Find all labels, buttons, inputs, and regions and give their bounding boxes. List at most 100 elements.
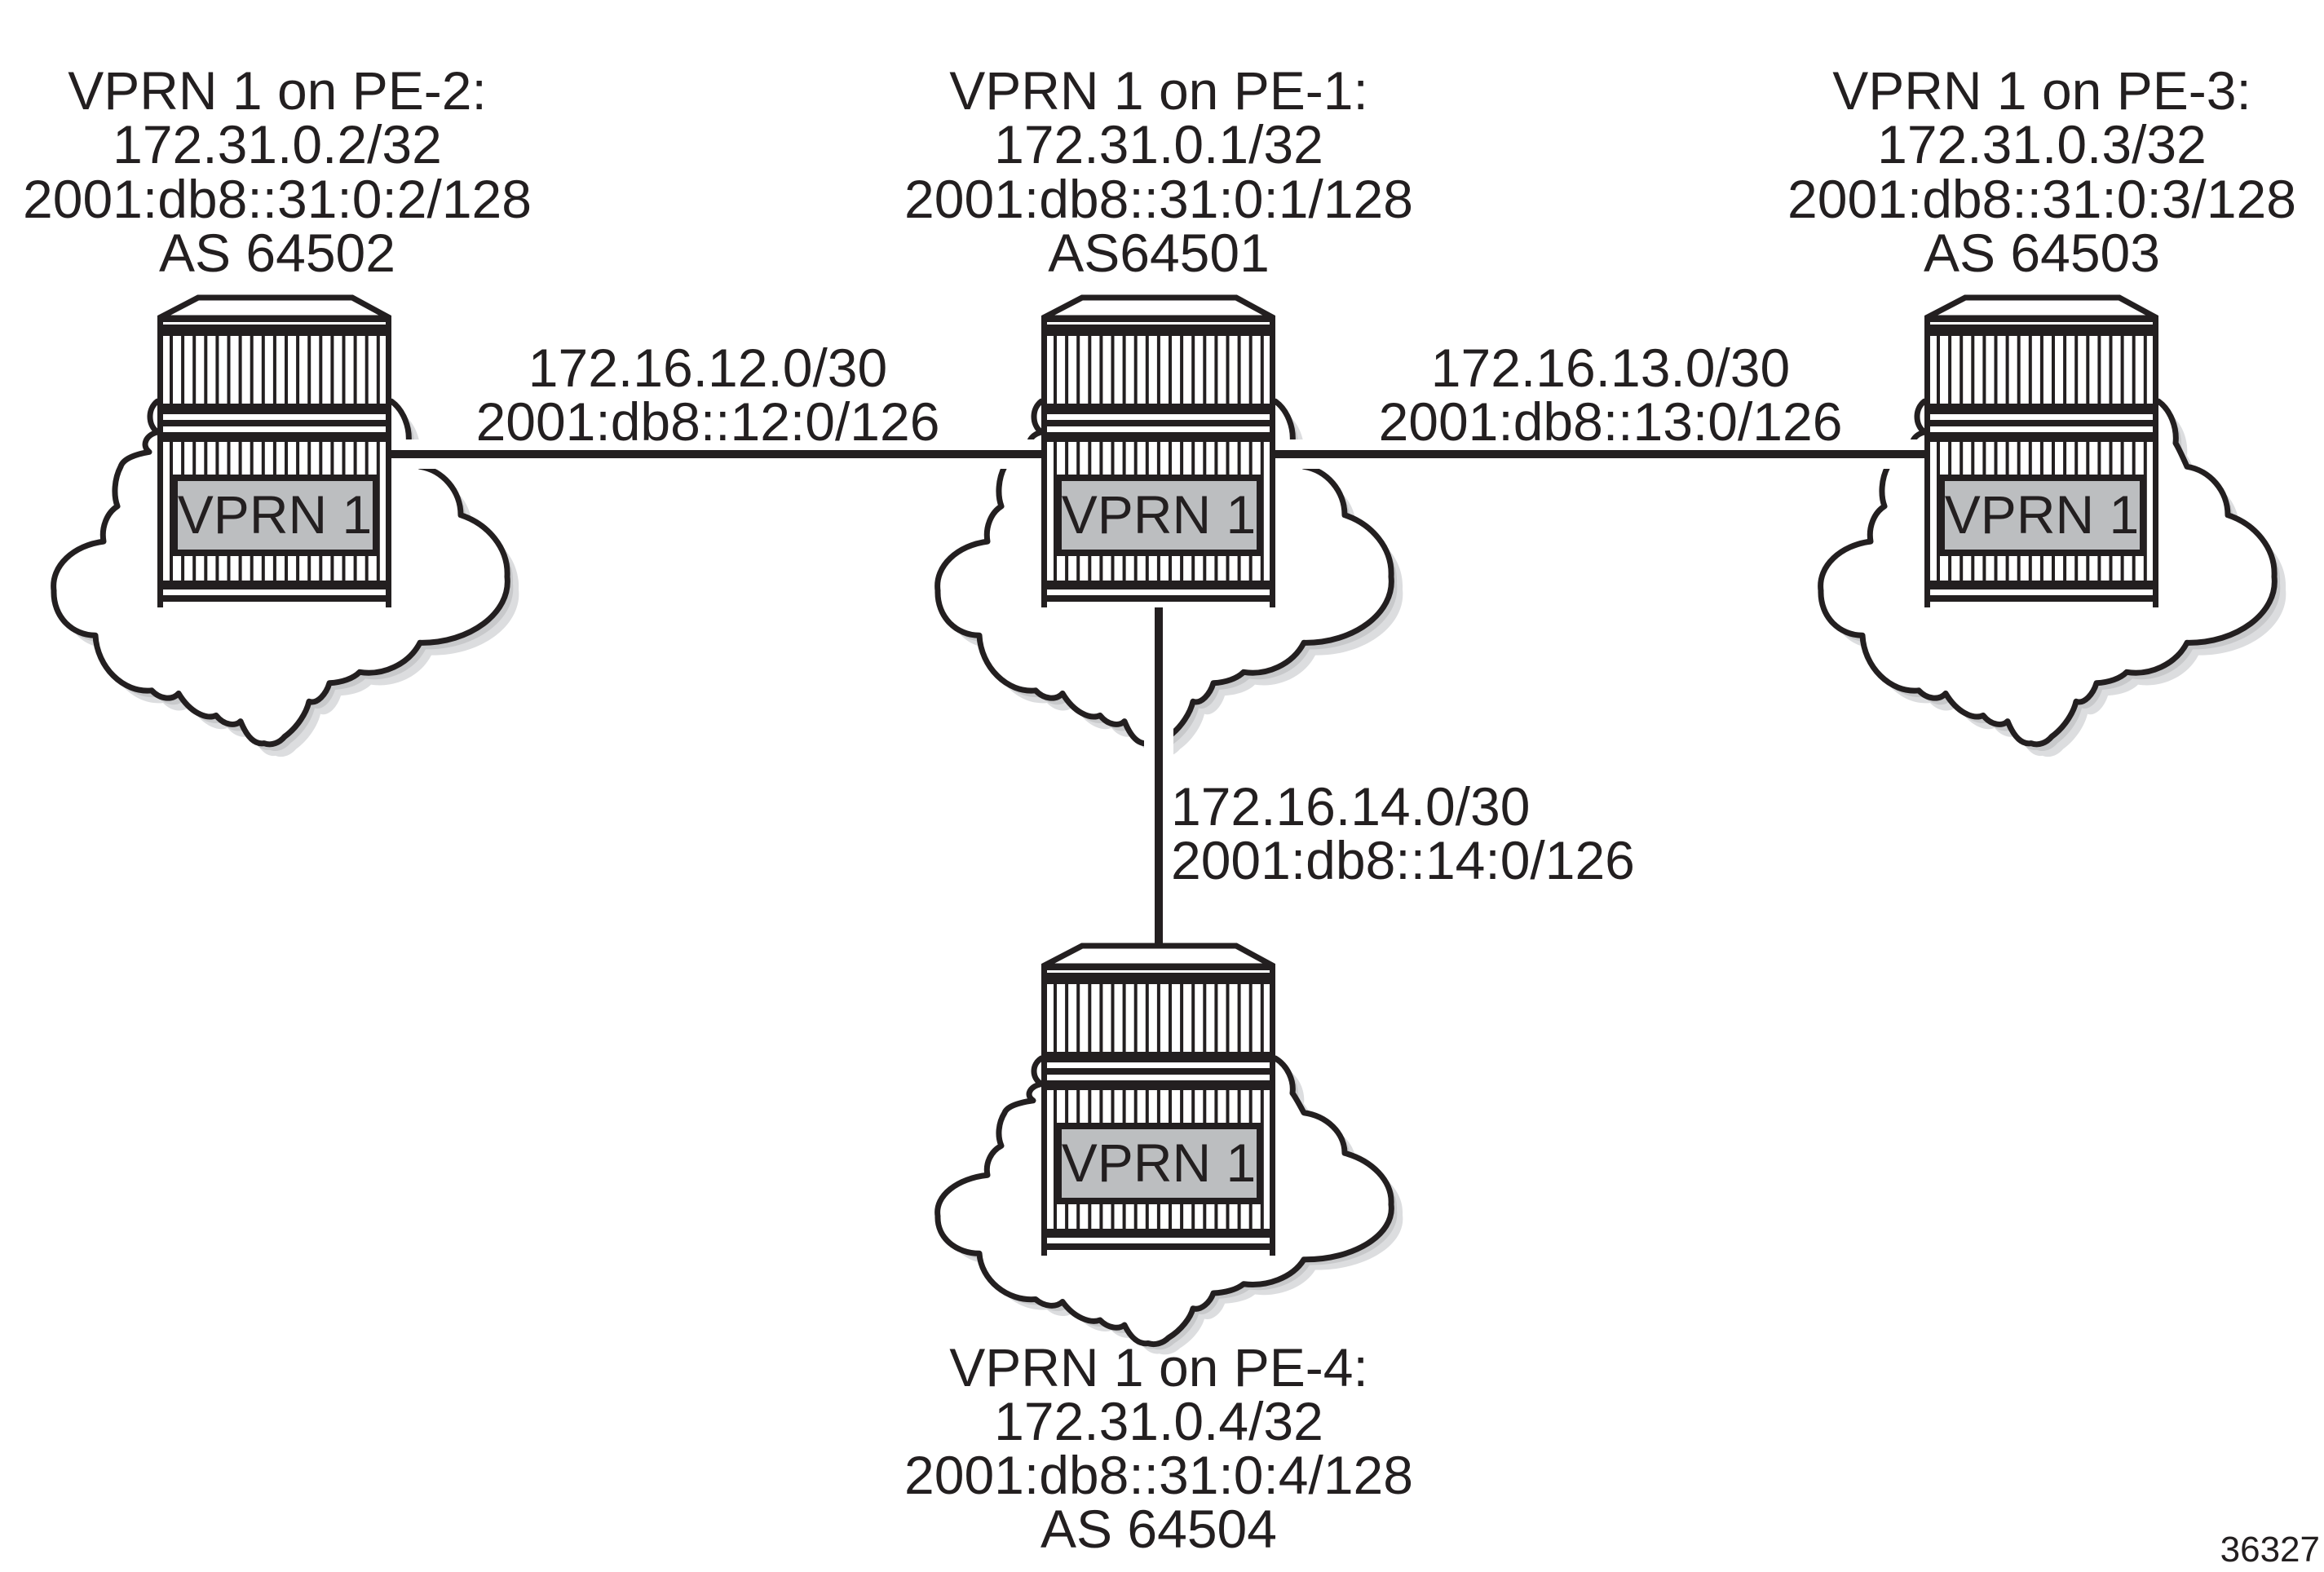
router-band (1924, 325, 2158, 336)
router-slot (1122, 336, 1126, 404)
router-band (157, 420, 391, 426)
node-ipv4: 172.31.0.1/32 (994, 114, 1323, 174)
node-title: VPRN 1 on PE-1: (949, 60, 1368, 121)
router-slot (1248, 984, 1253, 1052)
router-slot (1214, 984, 1218, 1052)
router-band (1041, 1243, 1275, 1250)
router-wall (2153, 316, 2158, 607)
router-slot (2086, 336, 2090, 404)
router-slot (1088, 336, 1092, 404)
router-band (157, 595, 391, 602)
router-slot (319, 336, 323, 404)
router-slot (1122, 984, 1126, 1052)
router-slot (1145, 984, 1149, 1052)
node-label-pe-2: VPRN 1 on PE-2: 172.31.0.2/32 2001:db8::… (23, 60, 532, 283)
router-slot (1088, 984, 1092, 1052)
router-slot (2052, 336, 2055, 404)
node-title: VPRN 1 on PE-4: (949, 1337, 1368, 1398)
router-top (1041, 294, 1275, 321)
router-slot (272, 336, 276, 404)
link-ipv4-subnet: 172.16.14.0/30 (1171, 776, 1530, 837)
router-band (1924, 595, 2158, 602)
node-ipv6: 2001:db8::31:0:2/128 (23, 169, 532, 229)
router-slot (2039, 336, 2043, 404)
router-band (1041, 325, 1275, 336)
router-band (1041, 973, 1275, 984)
router-slot (1248, 336, 1253, 404)
router-slot (261, 336, 265, 404)
link-ipv6-subnet: 2001:db8::14:0/126 (1171, 830, 1635, 890)
node-ipv4: 172.31.0.3/32 (1877, 114, 2207, 174)
router-slot (1937, 336, 1940, 404)
router-band (157, 325, 391, 336)
router-slot (342, 336, 346, 404)
router-slot (1054, 336, 1057, 404)
link-label-pe1-pe4: 172.16.14.0/30 2001:db8::14:0/126 (1171, 776, 1635, 890)
node-label-pe-1: VPRN 1 on PE-1: 172.31.0.1/32 2001:db8::… (904, 60, 1413, 283)
router-top (1924, 294, 2158, 321)
link-ipv6-subnet: 2001:db8::13:0/126 (1379, 391, 1843, 452)
router-slot (1054, 984, 1057, 1052)
service-box (1055, 475, 1263, 556)
routers-layer: VPRN 1 VPRN 1 VPRN 1 VPRN 1 (157, 294, 2158, 1256)
router-slot (2109, 336, 2113, 404)
router-slot (1169, 336, 1172, 404)
router-slot (1971, 336, 1975, 404)
router-slot (1065, 336, 1069, 404)
router-slot (1180, 984, 1184, 1052)
router-band (1041, 1080, 1275, 1090)
router-slot (365, 336, 369, 404)
router-slot (1169, 984, 1172, 1052)
router-slot (1180, 336, 1184, 404)
node-ipv4: 172.31.0.4/32 (994, 1391, 1323, 1451)
router-band (1041, 595, 1275, 602)
router-band (1924, 432, 2158, 442)
router-slot (2074, 336, 2079, 404)
router-slot (1145, 336, 1149, 404)
router-wall (1924, 316, 1930, 607)
router-slot (181, 336, 185, 404)
router-slot (1111, 984, 1115, 1052)
router-slot (2132, 336, 2136, 404)
links-layer (390, 439, 1926, 947)
router-slot (1982, 336, 1986, 404)
router-slot (227, 336, 231, 404)
router-pe-3: VPRN 1 (1924, 294, 2158, 607)
router-slot (1133, 336, 1138, 404)
router-slot (330, 336, 334, 404)
router-slot (1111, 336, 1115, 404)
router-wall (157, 316, 163, 607)
node-title: VPRN 1 on PE-3: (1832, 60, 2251, 121)
node-title: VPRN 1 on PE-2: (68, 60, 487, 121)
router-slot (1076, 984, 1080, 1052)
router-wall (1270, 316, 1275, 607)
router-slot (250, 336, 254, 404)
router-slot (2097, 336, 2101, 404)
router-slot (376, 336, 380, 404)
router-slot (1099, 984, 1103, 1052)
router-band (1041, 964, 1275, 970)
node-as-number: AS 64502 (159, 223, 395, 283)
router-slot (1203, 336, 1207, 404)
router-slot (1994, 336, 1998, 404)
link-ipv4-subnet: 172.16.13.0/30 (1431, 338, 1790, 398)
router-band (1924, 581, 2158, 590)
router-slot (1226, 984, 1230, 1052)
router-wall (1041, 965, 1047, 1256)
router-band (1041, 1068, 1275, 1075)
node-ipv4: 172.31.0.2/32 (113, 114, 442, 174)
router-slot (1156, 336, 1160, 404)
router-band (1924, 316, 2158, 322)
service-label: VPRN 1 (1945, 484, 2139, 545)
router-slot (1133, 984, 1138, 1052)
router-band (1041, 404, 1275, 414)
router-wall (1270, 965, 1275, 1256)
router-slot (1260, 336, 1264, 404)
router-slot (2028, 336, 2032, 404)
router-band (157, 316, 391, 322)
router-slot (1065, 984, 1069, 1052)
router-slot (1191, 336, 1195, 404)
router-slot (1203, 984, 1207, 1052)
router-slot (238, 336, 242, 404)
